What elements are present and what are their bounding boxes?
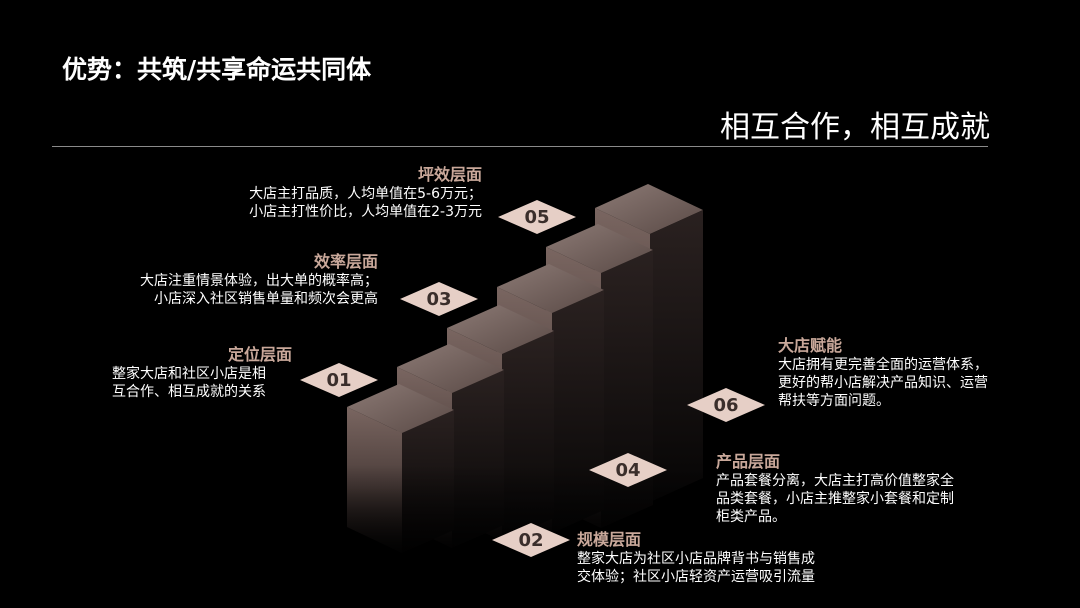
- badge-01: 01: [299, 362, 379, 398]
- level-06-text: 大店赋能 大店拥有更完善全面的运营体系， 更好的帮小店解决产品知识、运营 帮扶等…: [778, 336, 988, 410]
- title-divider: [52, 146, 988, 147]
- level-05-text: 坪效层面 大店主打品质，人均单值在5-6万元； 小店主打性价比，人均单值在2-3…: [249, 165, 482, 221]
- level-06-line-2: 更好的帮小店解决产品知识、运营: [778, 375, 988, 391]
- level-02-line-1: 整家大店为社区小店品牌背书与销售成: [577, 551, 815, 567]
- level-04-line-2: 品类套餐，小店主推整家小套餐和定制: [716, 491, 954, 507]
- badge-05-number: 05: [524, 206, 550, 228]
- badge-06-number: 06: [713, 394, 739, 416]
- level-06-heading: 大店赋能: [778, 336, 843, 355]
- level-01-line-2: 互合作、相互成就的关系: [112, 384, 266, 400]
- badge-02-number: 02: [518, 529, 544, 551]
- level-01-heading: 定位层面: [227, 345, 292, 364]
- level-03-line-2: 小店深入社区销售单量和频次会更高: [154, 291, 378, 307]
- level-01-line-1: 整家大店和社区小店是相: [112, 366, 266, 382]
- diamond-shape: [300, 363, 378, 397]
- level-02-text: 规模层面 整家大店为社区小店品牌背书与销售成 交体验；社区小店轻资产运营吸引流量: [577, 530, 815, 586]
- slide-subtitle: 相互合作，相互成就: [720, 110, 990, 145]
- level-04-heading: 产品层面: [716, 452, 781, 471]
- level-05-heading: 坪效层面: [417, 165, 482, 184]
- diamond-shape: [498, 200, 576, 234]
- badge-01-number: 01: [326, 369, 352, 391]
- level-04-line-1: 产品套餐分离，大店主打高价值整家全: [716, 473, 954, 489]
- badge-05: 05: [497, 199, 577, 235]
- level-03-heading: 效率层面: [313, 252, 378, 271]
- level-03-line-1: 大店注重情景体验，出大单的概率高；: [140, 273, 378, 289]
- badge-06: 06: [686, 387, 766, 423]
- slide-title: 优势：共筑/共享命运共同体: [62, 55, 372, 84]
- diamond-shape: [492, 523, 570, 557]
- level-06-line-1: 大店拥有更完善全面的运营体系，: [778, 357, 988, 373]
- level-02-heading: 规模层面: [577, 530, 642, 549]
- badge-04: 04: [588, 452, 668, 488]
- level-06-line-3: 帮扶等方面问题。: [778, 393, 890, 409]
- level-05-line-2: 小店主打性价比，人均单值在2-3万元: [249, 204, 482, 220]
- level-05-line-1: 大店主打品质，人均单值在5-6万元；: [249, 186, 482, 202]
- diamond-shape: [687, 388, 765, 422]
- diamond-shape: [589, 453, 667, 487]
- badge-03: 03: [399, 281, 479, 317]
- level-04-line-3: 柜类产品。: [716, 509, 786, 525]
- badge-03-number: 03: [426, 288, 452, 310]
- level-02-line-2: 交体验；社区小店轻资产运营吸引流量: [577, 569, 815, 585]
- badge-04-number: 04: [615, 459, 641, 481]
- level-01-text: 定位层面 整家大店和社区小店是相 互合作、相互成就的关系: [112, 345, 292, 401]
- diamond-shape: [400, 282, 478, 316]
- level-03-text: 效率层面 大店注重情景体验，出大单的概率高； 小店深入社区销售单量和频次会更高: [140, 252, 378, 308]
- badge-02: 02: [491, 522, 571, 558]
- level-04-text: 产品层面 产品套餐分离，大店主打高价值整家全 品类套餐，小店主推整家小套餐和定制…: [716, 452, 954, 526]
